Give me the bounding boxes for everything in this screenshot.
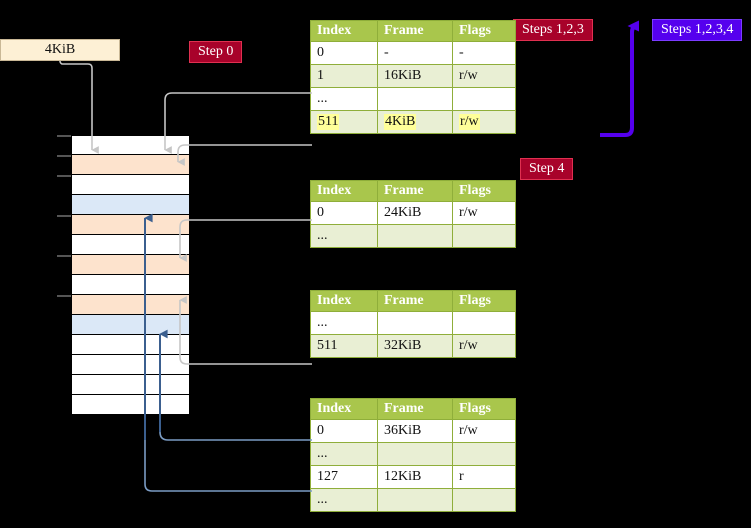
badge-step-4: Step 4 <box>520 158 574 180</box>
column-header-flags: Flags <box>452 398 516 420</box>
memory-tick <box>57 215 71 217</box>
memory-tick <box>57 175 71 177</box>
memory-row <box>71 255 190 275</box>
cell-flags <box>452 311 516 335</box>
cell-index: ... <box>310 87 378 111</box>
cell-frame: 24KiB <box>377 201 453 225</box>
badge-step-0: Step 0 <box>189 41 243 63</box>
memory-row <box>71 315 190 335</box>
column-header-flags: Flags <box>452 180 516 202</box>
cell-frame <box>377 488 453 512</box>
column-header-flags: Flags <box>452 290 516 312</box>
cell-flags: r <box>452 465 516 489</box>
cell-index: 1 <box>310 64 378 88</box>
column-header-index: Index <box>310 398 378 420</box>
cell-flags <box>452 488 516 512</box>
frame-box-4kib: 4KiB <box>0 39 120 61</box>
column-header-index: Index <box>310 290 378 312</box>
cell-frame <box>377 442 453 466</box>
table-row: ... <box>310 87 516 111</box>
memory-row <box>71 135 190 155</box>
arrow-steps-loop <box>600 20 640 137</box>
memory-row <box>71 235 190 255</box>
link-table2-row0-to-memory <box>179 219 312 262</box>
cell-index: ... <box>310 488 378 512</box>
table-row: ... <box>310 488 516 512</box>
cell-flags <box>452 224 516 248</box>
memory-row <box>71 355 190 375</box>
cell-index: ... <box>310 311 378 335</box>
memory-grid <box>71 135 190 415</box>
memory-tick <box>57 295 71 297</box>
cell-index: 511 <box>310 334 378 358</box>
cell-frame <box>377 87 453 111</box>
cell-frame: 32KiB <box>377 334 453 358</box>
memory-tick <box>57 255 71 257</box>
cell-flags: r/w <box>452 110 516 134</box>
cell-flags: r/w <box>452 64 516 88</box>
memory-row <box>71 175 190 195</box>
table-row: ... <box>310 311 516 335</box>
cell-index: 0 <box>310 201 378 225</box>
memory-tick <box>57 155 71 157</box>
badge-steps-1-2-3: Steps 1,2,3 <box>513 19 593 41</box>
highlighted-value: 511 <box>317 114 340 130</box>
table-row: 0-- <box>310 41 516 65</box>
cell-frame: 16KiB <box>377 64 453 88</box>
badge-steps-1-2-3-4: Steps 1,2,3,4 <box>652 19 743 41</box>
cell-frame <box>377 311 453 335</box>
cell-flags: - <box>452 41 516 65</box>
memory-row <box>71 275 190 295</box>
highlighted-value: r/w <box>459 114 480 130</box>
memory-row <box>71 395 190 415</box>
cell-frame: 4KiB <box>377 110 453 134</box>
frame-box-label: 4KiB <box>44 42 76 57</box>
column-header-index: Index <box>310 180 378 202</box>
memory-row <box>71 195 190 215</box>
cell-index: 127 <box>310 465 378 489</box>
table-row: 511 4KiB r/w <box>310 110 516 134</box>
cell-frame: 36KiB <box>377 419 453 443</box>
highlighted-value: 4KiB <box>384 114 417 130</box>
cell-frame <box>377 224 453 248</box>
cell-flags <box>452 442 516 466</box>
cell-flags: r/w <box>452 419 516 443</box>
cell-index: 0 <box>310 419 378 443</box>
cell-index: ... <box>310 224 378 248</box>
memory-row <box>71 335 190 355</box>
column-header-frame: Frame <box>377 290 453 312</box>
cell-flags <box>452 87 516 111</box>
column-header-frame: Frame <box>377 20 453 42</box>
memory-row <box>71 215 190 235</box>
memory-row <box>71 375 190 395</box>
memory-row <box>71 295 190 315</box>
table-row: ... <box>310 224 516 248</box>
table-row: ... <box>310 442 516 466</box>
memory-tick <box>57 135 71 137</box>
column-header-flags: Flags <box>452 20 516 42</box>
cell-frame: - <box>377 41 453 65</box>
cell-frame: 12KiB <box>377 465 453 489</box>
column-header-frame: Frame <box>377 180 453 202</box>
memory-row <box>71 155 190 175</box>
link-table3-row511-to-memory <box>179 296 312 365</box>
column-header-index: Index <box>310 20 378 42</box>
link-table1-row511-to-memory <box>177 144 312 166</box>
column-header-frame: Frame <box>377 398 453 420</box>
cell-flags: r/w <box>452 334 516 358</box>
cell-index: ... <box>310 442 378 466</box>
cell-flags: r/w <box>452 201 516 225</box>
cell-index: 511 <box>310 110 378 134</box>
cell-index: 0 <box>310 41 378 65</box>
